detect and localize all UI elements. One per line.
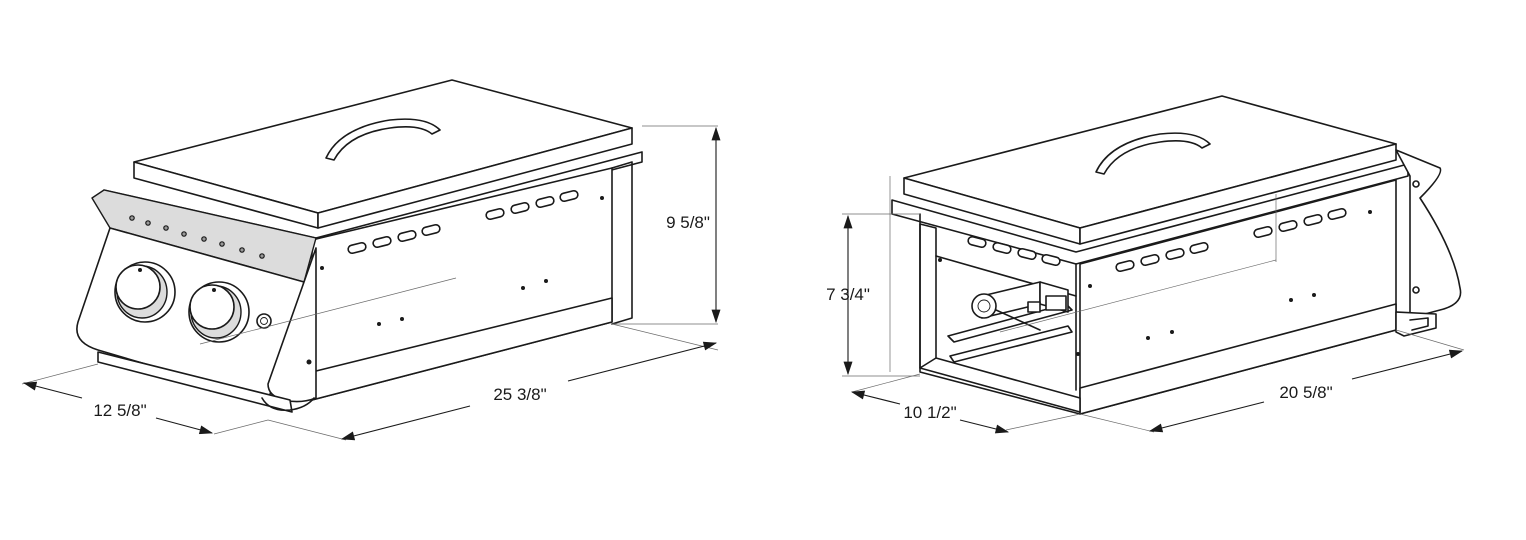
right-width-label: 20 5/8": [1279, 383, 1332, 402]
right-open-frame-bottom: [919, 357, 1081, 413]
right-lid-handle: [1095, 132, 1211, 175]
right-open-frame-left: [919, 223, 937, 369]
left-width-label: 25 3/8": [493, 385, 546, 404]
right-dimensions: [842, 176, 1465, 434]
left-control-holes: [129, 215, 265, 259]
right-bracket-bolt-1: [1412, 180, 1420, 188]
right-burner-unit: [891, 95, 1462, 415]
left-back-edge: [611, 161, 633, 325]
left-vent-slots: [347, 189, 579, 255]
right-centerline: [999, 259, 1277, 333]
right-rear-bracket: [1395, 149, 1462, 319]
right-valve-assembly: [971, 281, 1069, 331]
right-bracket-bolt-2: [1412, 286, 1420, 294]
left-lid-handle: [325, 118, 441, 161]
left-igniter-button: [256, 313, 272, 329]
left-tray-lip: [261, 397, 315, 412]
left-centerline: [199, 277, 457, 345]
left-knob-1: [114, 261, 176, 323]
right-rivets: [938, 210, 1372, 356]
left-lid-side: [317, 127, 633, 229]
right-depth-dim-line-b: [959, 419, 1010, 434]
right-depth-dim-line-a: [850, 390, 901, 405]
right-tray-detail: [1409, 317, 1429, 331]
left-rivets: [320, 196, 604, 326]
right-crossbar-1: [947, 303, 1073, 343]
right-frame-front-edge: [919, 213, 1081, 415]
left-depth-dim-line-a: [22, 381, 83, 399]
right-lid-side: [1079, 143, 1397, 245]
left-dimensions: [21, 125, 721, 441]
left-knob-2: [188, 281, 250, 343]
right-vent-slots: [967, 207, 1347, 273]
right-width-dim-line-a: [1148, 401, 1265, 433]
left-depth-label: 12 5/8": [93, 401, 146, 420]
right-depth-label: 10 1/2": [903, 403, 956, 422]
left-depth-dim-line-b: [155, 417, 214, 435]
left-control-top: [91, 189, 317, 283]
left-width-dim-line-b: [567, 341, 718, 382]
left-burner-unit: [76, 79, 643, 413]
left-height-label: 9 5/8": [666, 213, 710, 232]
left-bottom-tray: [97, 351, 293, 413]
right-width-dim-line-b: [1351, 349, 1464, 380]
left-screw: [306, 359, 312, 365]
right-bottom-tray: [1395, 311, 1437, 337]
right-crossbar-2: [949, 325, 1073, 363]
left-width-dim-line-a: [340, 405, 471, 441]
right-height-label: 7 3/4": [826, 285, 870, 304]
